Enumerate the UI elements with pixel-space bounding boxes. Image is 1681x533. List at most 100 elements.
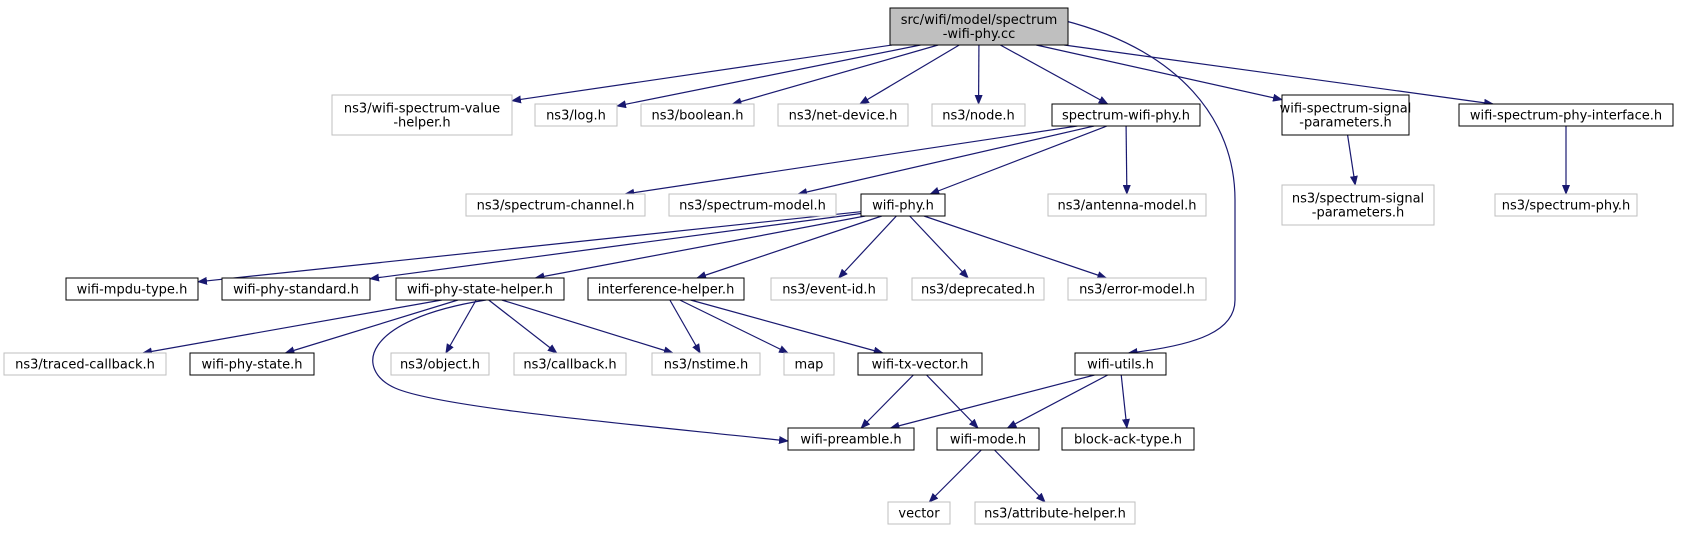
node-wssp[interactable]: wifi-spectrum-signal-parameters.h (1280, 94, 1412, 136)
node-label: ns3/spectrum-signal (1292, 192, 1424, 207)
node-box (1458, 103, 1674, 127)
node-label: ns3/traced-callback.h (15, 358, 155, 373)
node-wphy[interactable]: wifi-phy.h (860, 193, 946, 217)
node-ssp: ns3/spectrum-signal-parameters.h (1281, 184, 1435, 226)
node-object: ns3/object.h (390, 352, 490, 376)
node-label: ns3/node.h (942, 109, 1014, 124)
node-label: ns3/nstime.h (664, 358, 748, 373)
edge-arrow (926, 374, 979, 429)
node-boolean: ns3/boolean.h (640, 103, 755, 127)
node-box (1051, 103, 1201, 127)
node-label: wifi-utils.h (1087, 358, 1154, 373)
node-deprecated: ns3/deprecated.h (911, 277, 1045, 301)
edge-arrow (731, 44, 939, 106)
node-mode[interactable]: wifi-mode.h (936, 427, 1040, 451)
node-box (534, 103, 618, 127)
node-box (783, 352, 835, 376)
edge-arrow (923, 215, 1108, 279)
node-smodel: ns3/spectrum-model.h (668, 193, 837, 217)
edge-arrow (1346, 134, 1358, 186)
node-antenna: ns3/antenna-model.h (1047, 193, 1207, 217)
node-psh[interactable]: wifi-phy-state-helper.h (395, 277, 565, 301)
edge-wssp-to-ssp (1346, 134, 1358, 186)
node-label: ns3/antenna-model.h (1058, 199, 1197, 214)
edge-arrow (372, 299, 789, 445)
edge-root-to-utils (1061, 19, 1236, 356)
edge-arrow (928, 449, 982, 503)
edge-wphy-to-deprecated (909, 215, 969, 279)
edge-arrow (909, 215, 969, 279)
node-box (651, 352, 761, 376)
edge-arrow (488, 299, 558, 354)
edge-wphy-to-psh (534, 215, 866, 281)
edge-swp-to-antenna (1122, 125, 1131, 195)
node-label: map (795, 358, 824, 373)
node-box (465, 193, 646, 217)
edge-arrow (501, 299, 674, 355)
node-wsvh: ns3/wifi-spectrum-value-helper.h (331, 94, 513, 136)
node-utils[interactable]: wifi-utils.h (1074, 352, 1167, 376)
node-label: ns3/spectrum-model.h (679, 199, 826, 214)
node-label: wifi-phy-standard.h (233, 283, 359, 298)
node-nstime: ns3/nstime.h (651, 352, 761, 376)
node-label: wifi-phy.h (872, 199, 934, 214)
node-box (860, 193, 946, 217)
node-wspi[interactable]: wifi-spectrum-phy-interface.h (1458, 103, 1674, 127)
node-box (1061, 427, 1195, 451)
node-pstate[interactable]: wifi-phy-state.h (189, 352, 315, 376)
edge-arrow (197, 211, 862, 285)
node-map: map (783, 352, 835, 376)
node-swp[interactable]: spectrum-wifi-phy.h (1051, 103, 1201, 127)
node-box (777, 103, 909, 127)
node-txv[interactable]: wifi-tx-vector.h (857, 352, 983, 376)
node-box (668, 193, 837, 217)
node-std[interactable]: wifi-phy-standard.h (221, 277, 371, 301)
node-ih[interactable]: interference-helper.h (587, 277, 745, 301)
node-label: ns3/log.h (546, 109, 606, 124)
node-box (331, 94, 513, 136)
edge-arrow (141, 299, 442, 356)
edge-arrow (929, 125, 1108, 195)
edge-root-to-log (616, 44, 921, 109)
node-label: src/wifi/model/spectrum (901, 13, 1058, 28)
edge-psh-to-preamble (372, 299, 789, 445)
node-label: ns3/spectrum-phy.h (1502, 199, 1631, 214)
node-box (1067, 277, 1207, 301)
node-box (1074, 352, 1167, 376)
edge-psh-to-object (445, 299, 477, 354)
edge-ih-to-map (679, 299, 789, 354)
edge-arrow (511, 44, 893, 104)
node-label: wifi-tx-vector.h (872, 358, 969, 373)
node-box (1281, 184, 1435, 226)
node-preamble[interactable]: wifi-preamble.h (787, 427, 915, 451)
edge-arrow (369, 212, 862, 282)
node-errmodel: ns3/error-model.h (1067, 277, 1207, 301)
node-box (513, 352, 627, 376)
edge-root-to-netdev (859, 44, 960, 105)
edge-psh-to-pstate (284, 299, 459, 355)
node-label: wifi-phy-state-helper.h (407, 283, 553, 298)
edge-arrow (860, 374, 914, 429)
node-callback: ns3/callback.h (513, 352, 627, 376)
edge-utils-to-preamble (889, 374, 1095, 430)
node-box (936, 427, 1040, 451)
edge-arrow (679, 299, 789, 354)
node-label: ns3/event-id.h (782, 283, 876, 298)
node-label: wifi-preamble.h (800, 433, 901, 448)
node-back[interactable]: block-ack-type.h (1061, 427, 1195, 451)
node-vector: vector (887, 501, 951, 525)
node-label: interference-helper.h (598, 283, 735, 298)
node-log: ns3/log.h (534, 103, 618, 127)
node-box (857, 352, 983, 376)
edge-arrow (1122, 125, 1131, 195)
node-box (931, 103, 1026, 127)
edge-arrow (624, 125, 1078, 197)
node-box (390, 352, 490, 376)
node-label: wifi-phy-state.h (201, 358, 302, 373)
node-label: -parameters.h (1299, 116, 1391, 131)
edge-psh-to-callback (488, 299, 558, 354)
node-label: ns3/net-device.h (789, 109, 898, 124)
node-label: wifi-mpdu-type.h (77, 283, 188, 298)
node-mpdu[interactable]: wifi-mpdu-type.h (65, 277, 199, 301)
